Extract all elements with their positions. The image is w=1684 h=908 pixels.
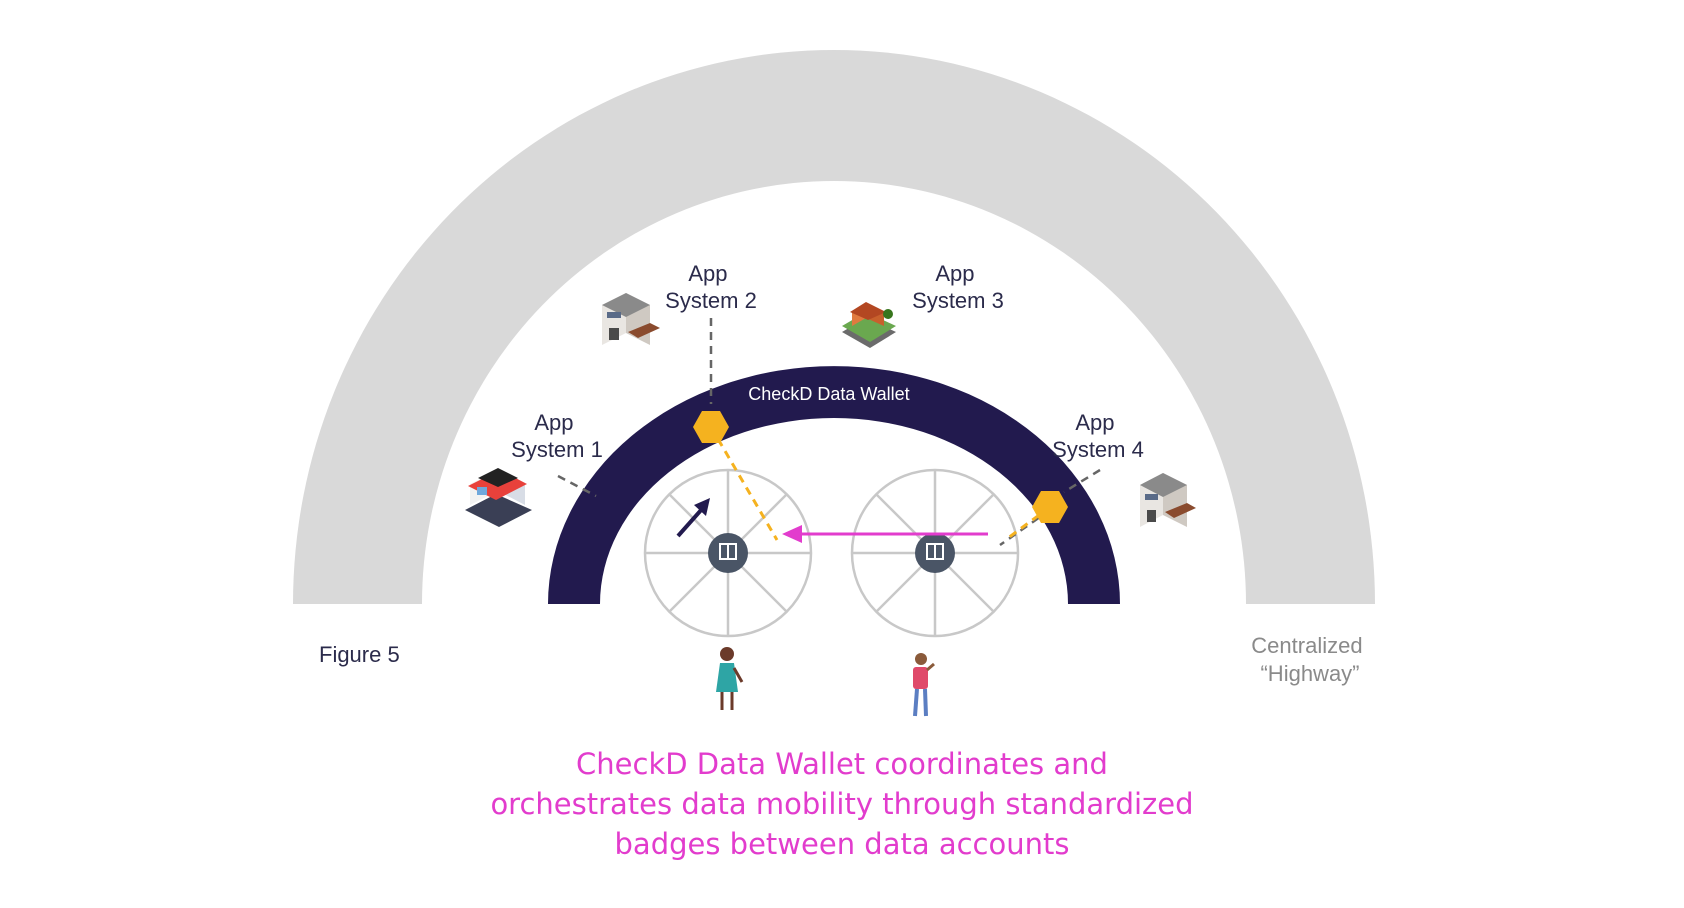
- account-hub-icon: [708, 533, 748, 573]
- caption-line-1: CheckD Data Wallet coordinates and: [576, 747, 1108, 781]
- person-woman-figure: [716, 647, 744, 710]
- connector-app-system-1: [557, 474, 597, 498]
- app-system-2-building-icon: [602, 293, 660, 345]
- wallet-label: CheckD Data Wallet: [748, 384, 909, 404]
- app-system-4-building-icon: [1140, 473, 1196, 527]
- caption-line-3: badges between data accounts: [614, 827, 1070, 861]
- centralized-highway-arc: [293, 50, 1375, 604]
- figure-label: Figure 5: [319, 642, 400, 667]
- connector-app-system-4: [1063, 468, 1101, 494]
- caption-line-2: orchestrates data mobility through stand…: [490, 787, 1194, 821]
- app-system-3-building-icon: [842, 302, 896, 348]
- app-system-4-label: App System 4: [1052, 410, 1144, 462]
- app-system-1-label: App System 1: [511, 410, 603, 462]
- data-mobility-arrow: [782, 525, 988, 543]
- app-system-1-building-icon: [465, 468, 532, 527]
- badge-flow-line-left: [709, 426, 779, 541]
- badge-flow-line-right: [1007, 505, 1051, 540]
- account-hub-icon: [915, 533, 955, 573]
- data-wallet-arc: [548, 366, 1120, 604]
- highway-label: Centralized “Highway”: [1251, 633, 1368, 686]
- badge-hexagon-left: [693, 411, 729, 443]
- person-man-figure: [913, 653, 935, 717]
- connector-wheel-right: [999, 508, 1051, 547]
- badge-hexagon-right: [1032, 491, 1068, 523]
- app-system-3-label: App System 3: [912, 261, 1004, 313]
- navy-arrow-icon: [676, 498, 710, 538]
- app-system-2-label: App System 2: [665, 261, 757, 313]
- diagram-caption: CheckD Data Wallet coordinates and orche…: [292, 744, 1392, 864]
